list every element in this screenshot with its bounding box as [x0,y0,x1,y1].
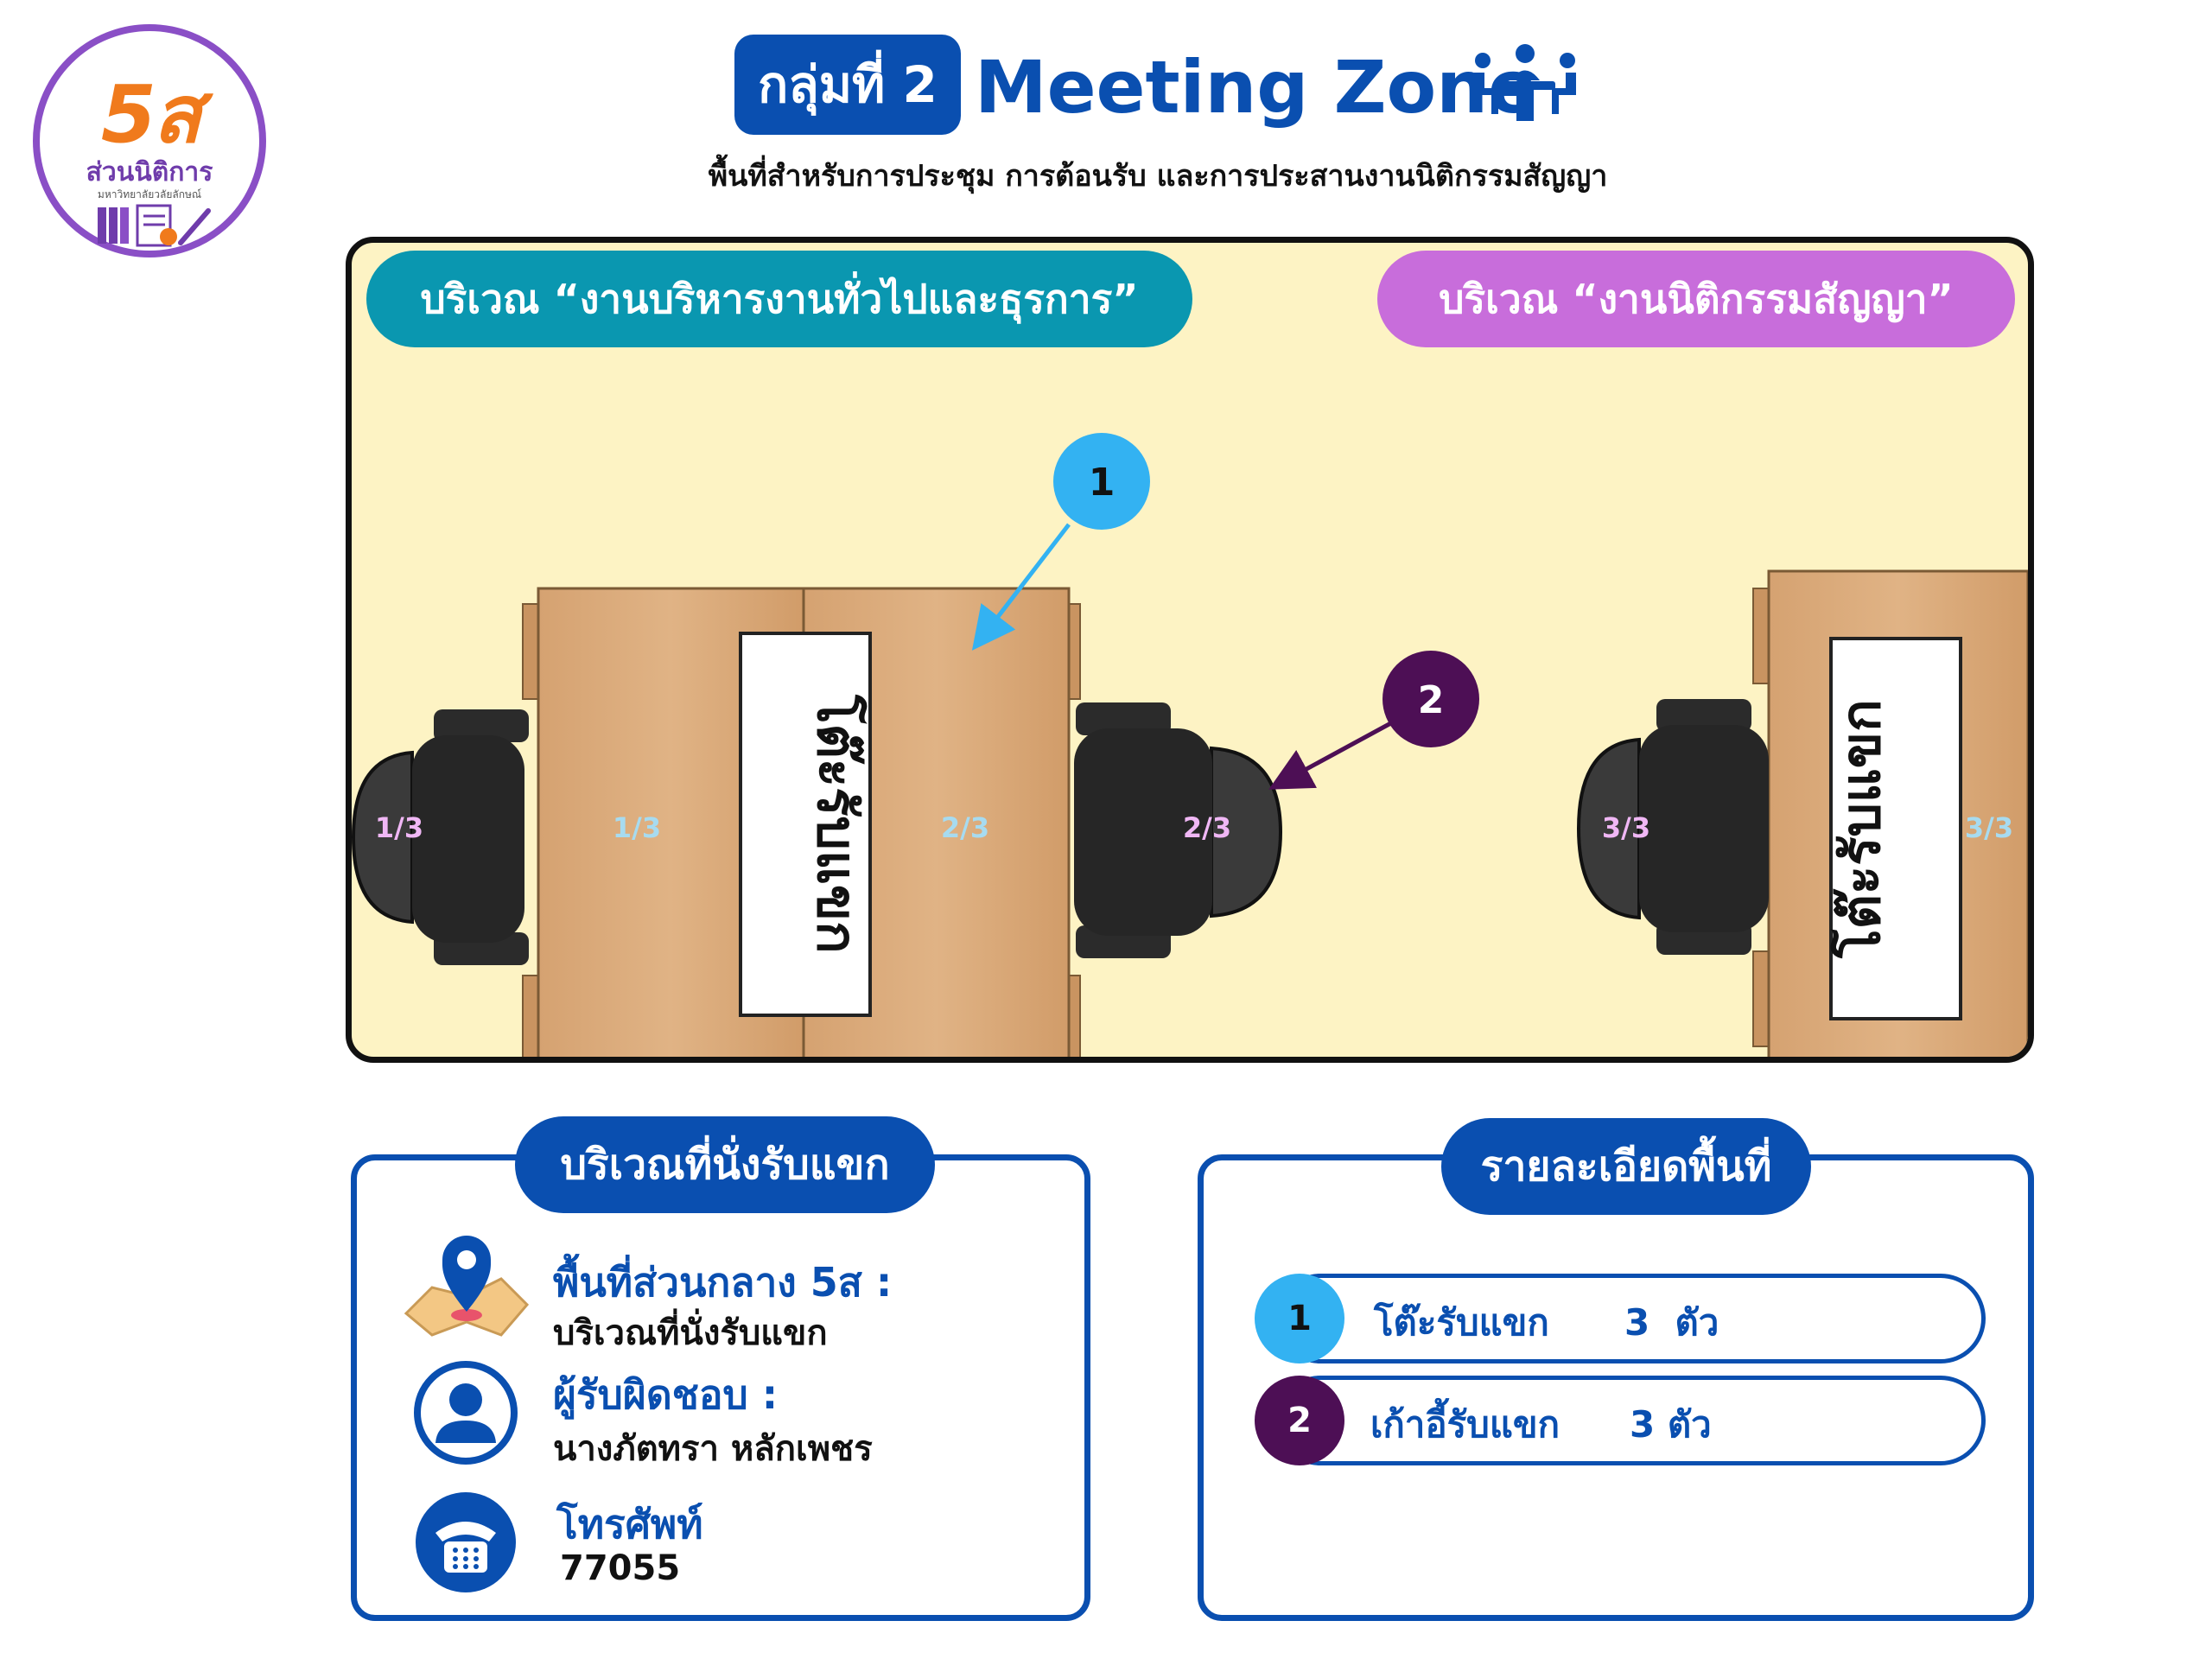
phone-label: โทรศัพท์ [556,1501,703,1548]
label-desk-1: 1/3 [613,811,661,844]
label-chair-3: 3/3 [1602,811,1650,844]
detail-row-2-num: 2 [1255,1376,1344,1465]
detail-row-2 [1275,1376,1986,1465]
callout-1-arrow [971,523,1071,651]
page-subtitle: พื้นที่สำหรับการประชุม การต้อนรับ และการ… [708,159,1608,194]
seating-area-title: บริเวณที่นั่งรับแขก [515,1116,935,1213]
logo-main-text: ส่วนนิติการ [86,157,213,188]
detail-row-1-name: โต๊ะรับแขก [1374,1301,1549,1344]
label-chair-2: 2/3 [1183,811,1231,844]
detail-row-1-qty: 3 ตัว [1624,1301,1719,1344]
label-desk-3: 3/3 [1965,811,2013,844]
detail-row-2-qty: 3 ตัว [1630,1403,1712,1446]
guest-table-right: โต๊ะรับแขก [1752,569,2028,1057]
owner-value: นางภัตทรา หลักเพชร [553,1429,873,1469]
callout-2-arrow [1268,717,1399,790]
meeting-icon [1474,44,1576,121]
zone-label-admin: บริเวณ “งานบริหารงานทั่วไปและธุรการ” [366,251,1192,347]
area-details-title: รายละเอียดพื้นที่ [1441,1118,1811,1215]
documents-icon [98,204,211,247]
callout-2-num: 2 [1418,678,1445,722]
detail-row-2-name: เก้าอี้รับแขก [1370,1403,1560,1446]
area-label: พื้นที่ส่วนกลาง 5ส : [553,1259,893,1306]
zone-label-contracts: บริเวณ “งานนิติกรรมสัญญา” [1377,251,2015,347]
label-chair-1: 1/3 [375,811,423,844]
person-icon [414,1361,518,1465]
sign-right-text: โต๊ะรับแขก [1829,699,1892,958]
logo-sub-text: มหาวิทยาลัยวลัยลักษณ์ [97,188,202,200]
guest-chair-1 [352,709,529,965]
logo-5s-text: 5ส [100,68,201,161]
phone-icon [416,1492,516,1592]
callout-1-num: 1 [1089,461,1116,505]
guest-chair-3 [1576,699,1769,955]
logo: 5ส ส่วนนิติการ มหาวิทยาลัยวลัยลักษณ์ [33,24,266,257]
guest-chair-2 [1074,702,1283,958]
floor-plan-drawing: โต๊ะรับแขก โต๊ะรับแขก [352,433,2028,1057]
page-title: Meeting Zone [975,45,1538,130]
detail-row-1-num: 1 [1255,1274,1344,1363]
floor-plan: โต๊ะรับแขก โต๊ะรับแขก [346,237,2034,1063]
owner-label: ผู้รับผิดชอบ : [553,1371,779,1418]
guest-table-left: โต๊ะรับแขก [522,587,1081,1057]
group-badge: กลุ่มที่ 2 [734,35,961,135]
sign-left-text: โต๊ะรับแขก [805,694,868,953]
callout-2: 2 [1382,651,1479,747]
phone-value: 77055 [560,1548,681,1588]
area-value: บริเวณที่นั่งรับแขก [553,1313,828,1353]
label-desk-2: 2/3 [941,811,989,844]
map-pin-icon [404,1236,530,1337]
callout-1: 1 [1053,433,1150,530]
detail-row-1 [1275,1274,1986,1363]
